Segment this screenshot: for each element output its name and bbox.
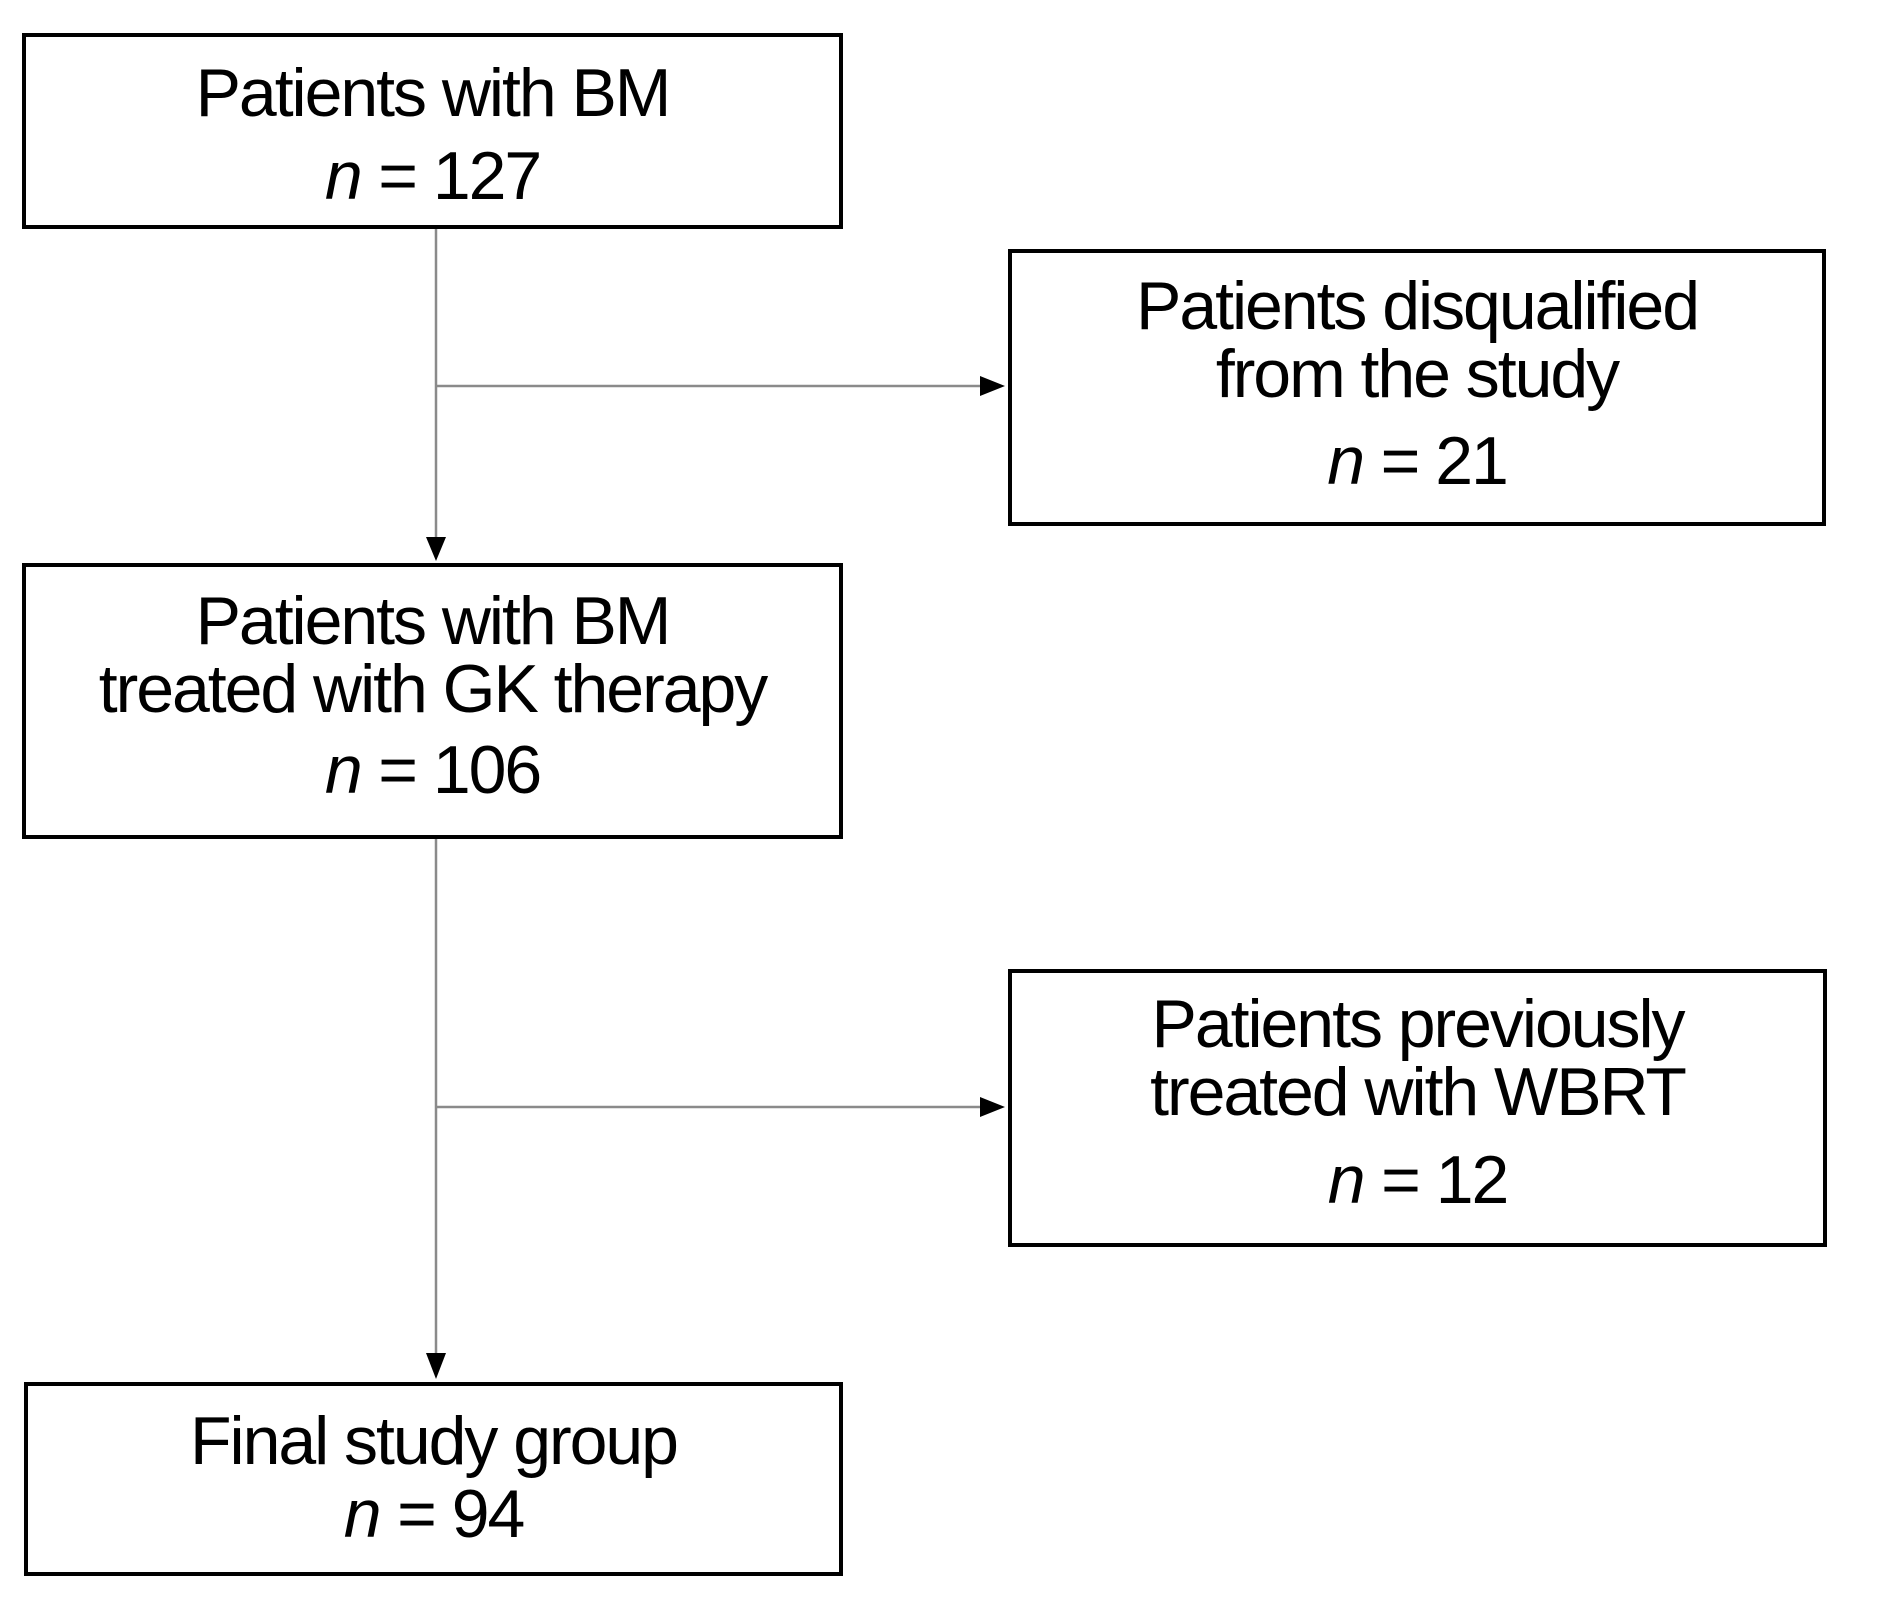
box-title: Patients previously treated with WBRT xyxy=(1012,990,1823,1126)
n-value: = 127 xyxy=(378,138,542,214)
n-value: = 12 xyxy=(1381,1142,1509,1218)
box-patients-with-bm: Patients with BM n= 127 xyxy=(22,33,843,229)
box-count: n= 94 xyxy=(28,1480,839,1548)
arrow-gk-to-final xyxy=(426,839,446,1379)
box-title: Patients disqualified from the study xyxy=(1012,272,1822,408)
n-value: = 106 xyxy=(378,732,542,808)
box-final-study-group: Final study group n= 94 xyxy=(24,1382,843,1576)
box-title: Final study group xyxy=(28,1407,839,1475)
arrowhead-right xyxy=(980,1097,1005,1117)
box-title-line: Patients previously xyxy=(1151,986,1686,1062)
box-count: n= 21 xyxy=(1012,427,1822,495)
n-symbol: n xyxy=(324,732,363,808)
n-value: = 94 xyxy=(397,1476,525,1552)
box-count: n= 127 xyxy=(26,142,839,210)
arrowhead-down xyxy=(426,1353,446,1379)
n-symbol: n xyxy=(343,1476,382,1552)
box-title-line: Patients with BM xyxy=(195,55,672,131)
box-title-line: treated with GK therapy xyxy=(98,651,768,727)
n-symbol: n xyxy=(1327,1142,1366,1218)
box-title-line: Patients with BM xyxy=(195,583,672,659)
arrow-bm-to-disqualified xyxy=(436,376,1005,396)
box-title-line: Patients disqualified xyxy=(1136,268,1700,344)
box-disqualified: Patients disqualified from the study n= … xyxy=(1008,249,1826,526)
box-title: Patients with BM treated with GK therapy xyxy=(26,587,839,723)
box-title-line: from the study xyxy=(1215,336,1620,412)
box-gk-therapy: Patients with BM treated with GK therapy… xyxy=(22,563,843,839)
box-title-line: Final study group xyxy=(190,1403,679,1479)
arrow-bm-to-gk xyxy=(426,229,446,561)
n-symbol: n xyxy=(324,138,363,214)
n-symbol: n xyxy=(1327,423,1365,499)
box-count: n= 12 xyxy=(1012,1146,1823,1214)
arrow-gk-to-wbrt xyxy=(436,1097,1005,1117)
box-count: n= 106 xyxy=(26,736,839,804)
box-title: Patients with BM xyxy=(26,59,839,127)
n-value: = 21 xyxy=(1380,423,1509,499)
arrowhead-down xyxy=(426,537,446,561)
box-title-line: treated with WBRT xyxy=(1150,1054,1687,1130)
arrowhead-right xyxy=(980,376,1005,396)
box-wbrt: Patients previously treated with WBRT n=… xyxy=(1008,969,1827,1247)
